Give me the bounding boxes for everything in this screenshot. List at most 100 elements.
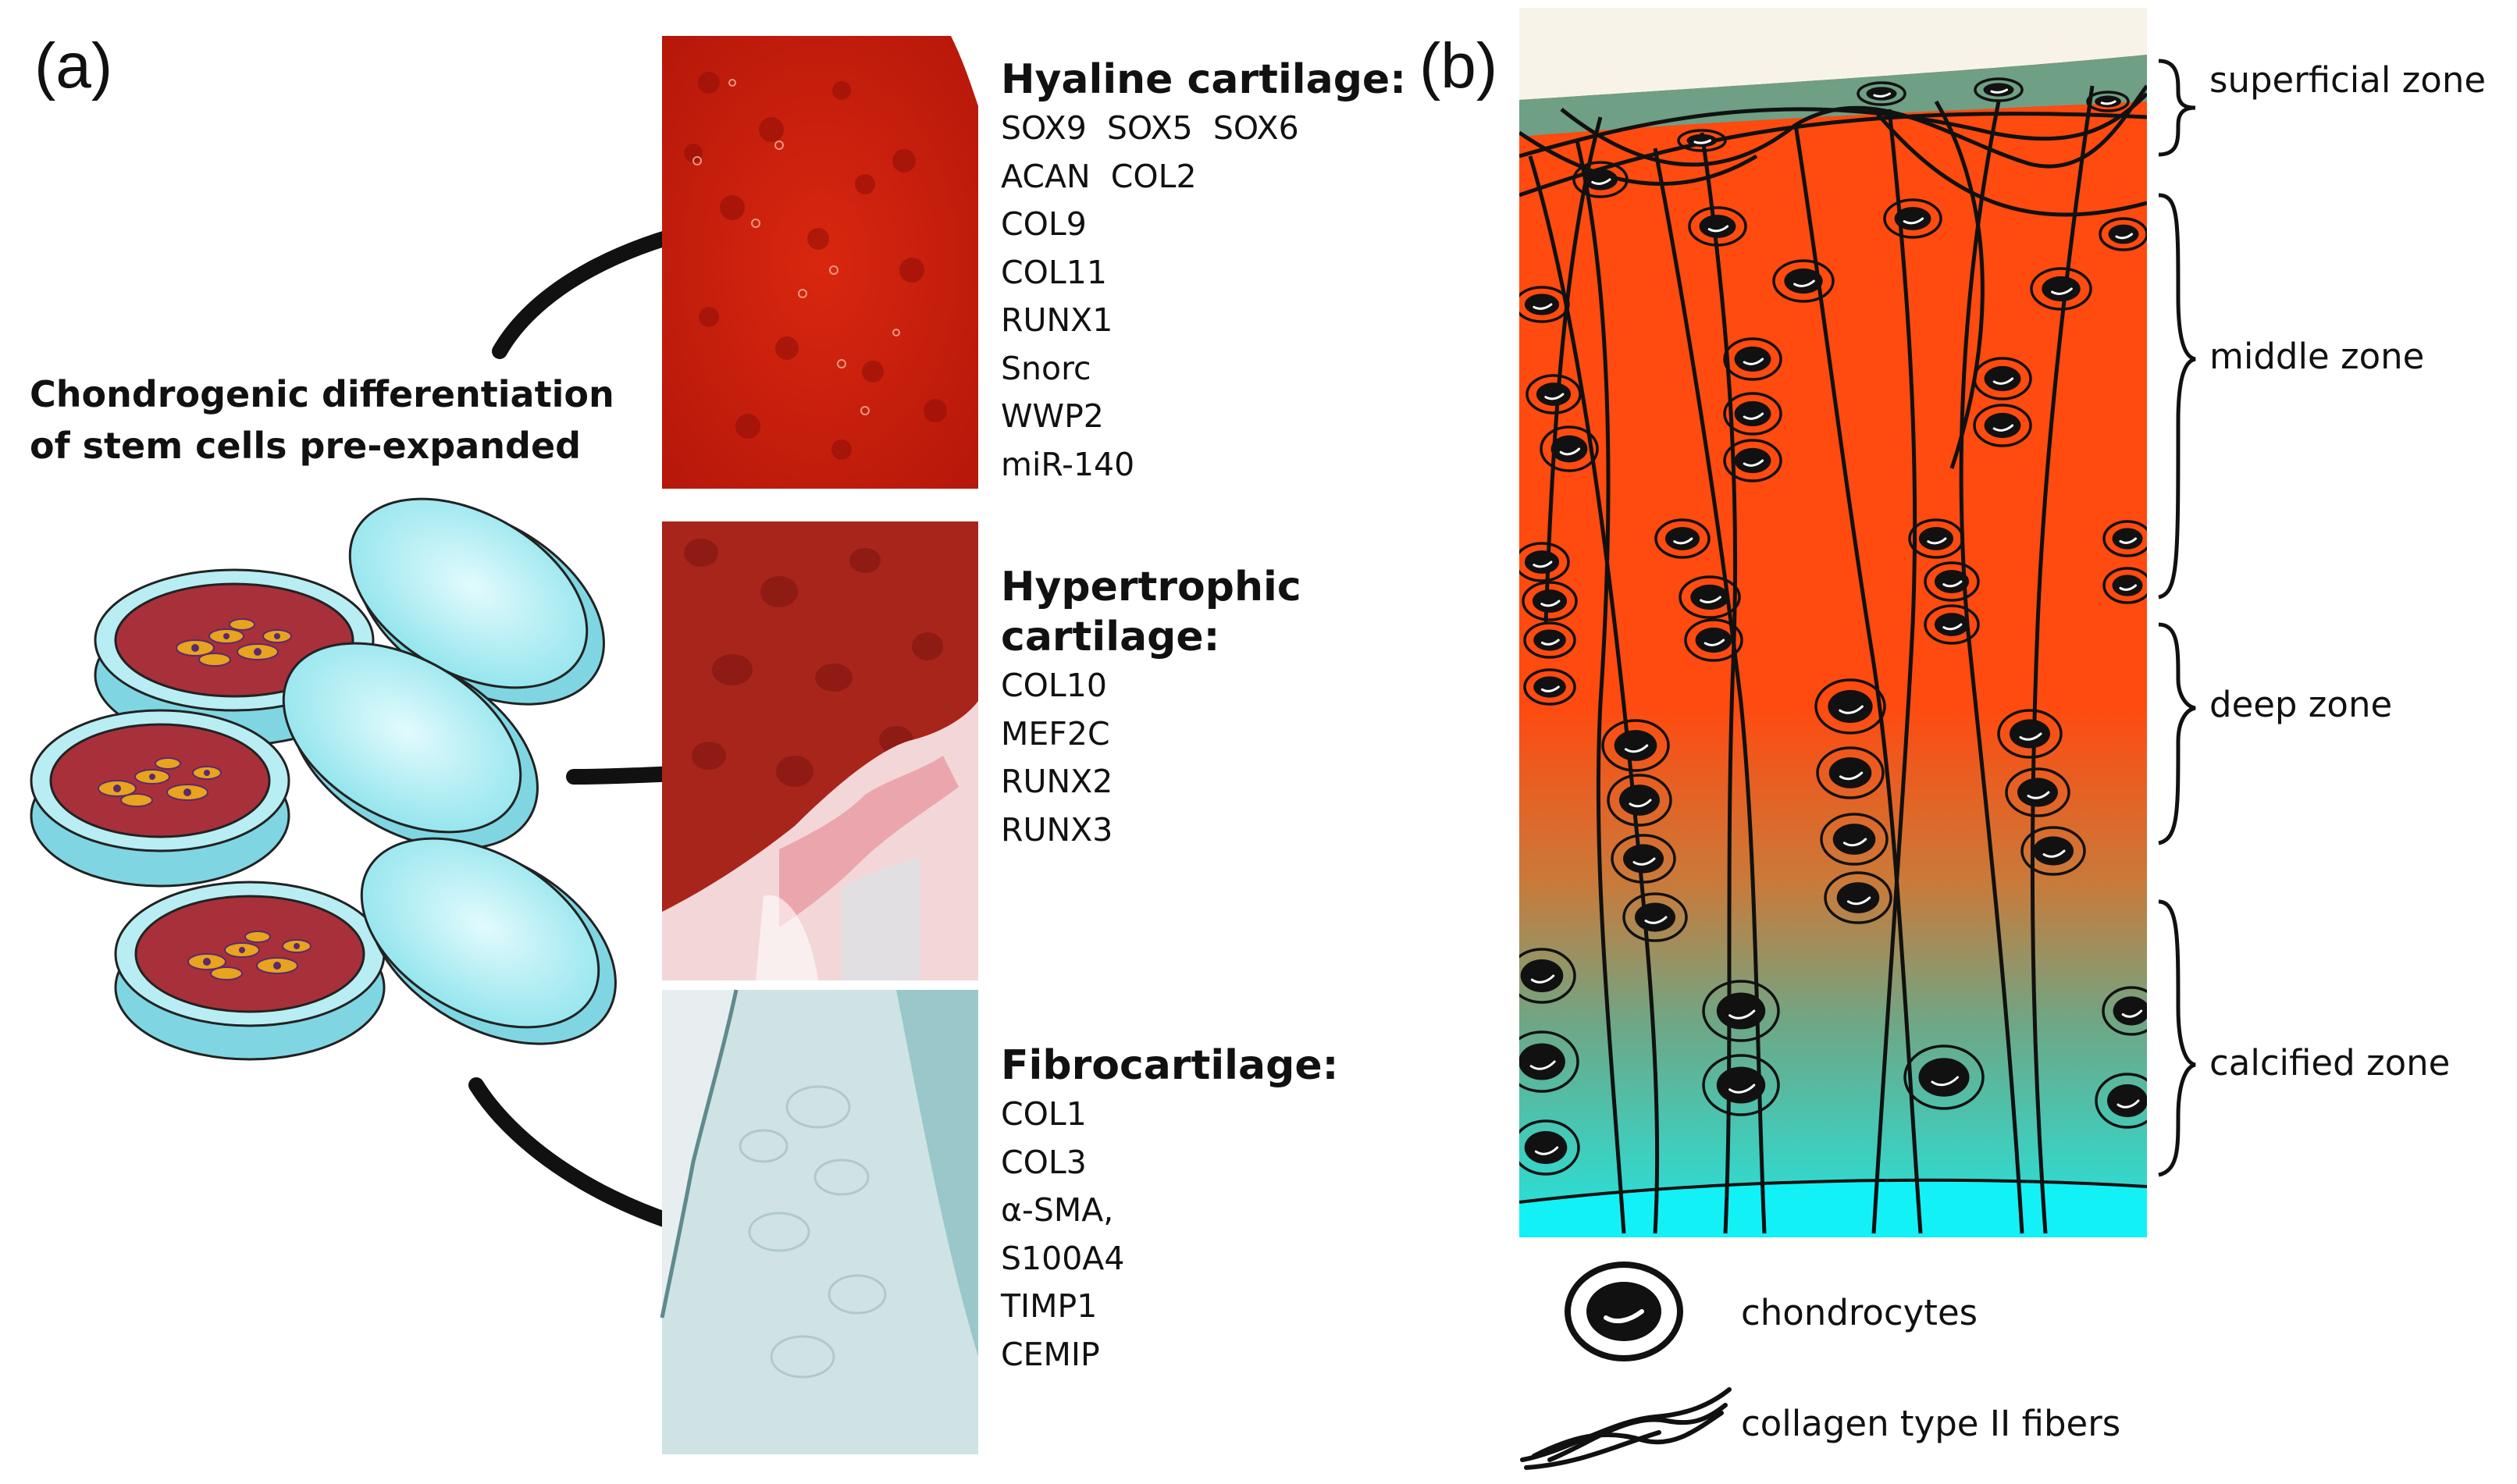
legend-chondrocytes: chondrocytes xyxy=(1741,1292,1978,1333)
chondrocyte xyxy=(1622,892,1688,942)
collagen-fiber xyxy=(1959,101,2024,1234)
brace-middle xyxy=(2158,193,2196,600)
fibrocartilage-micrograph xyxy=(660,989,978,1454)
marker-item: S100A4 xyxy=(1001,1239,1125,1277)
collagen-fiber xyxy=(1575,140,1626,1234)
collagen-fiber xyxy=(1519,130,1758,186)
chondrocyte xyxy=(1523,668,1576,706)
chondrocyte xyxy=(1723,439,1782,482)
chondrocyte xyxy=(2086,91,2130,112)
marker-item: COL10 xyxy=(1001,667,1107,704)
petri-dish-1 xyxy=(94,568,375,747)
zone-label-middle: middle zone xyxy=(2209,336,2425,377)
chondrocyte xyxy=(1519,542,1570,582)
zone-label-superficial: superficial zone xyxy=(2209,59,2487,101)
hypertrophic-cartilage-micrograph xyxy=(662,521,978,980)
chondrocyte xyxy=(1883,198,1942,239)
marker-item: WWP2 xyxy=(1001,397,1104,435)
hyaline-markers: SOX9 SOX5 SOX6 ACAN COL2 COL9 COL11 RUNX… xyxy=(1001,105,1406,489)
hyaline-group: Hyaline cartilage: SOX9 SOX5 SOX6 ACAN C… xyxy=(1001,55,1406,489)
marker-item: RUNX2 xyxy=(1001,763,1113,800)
marker-item: RUNX1 xyxy=(1001,301,1113,339)
marker-item: SOX9 SOX5 SOX6 xyxy=(1001,109,1299,147)
petri-lid-2 xyxy=(282,642,539,850)
chondrocyte xyxy=(1903,1044,1985,1110)
chondrocyte xyxy=(1997,709,2063,759)
chondrocyte xyxy=(2099,217,2147,251)
zone-label-deep: deep zone xyxy=(2209,684,2393,725)
marker-item: TIMP1 xyxy=(1001,1287,1098,1325)
marker-item: COL11 xyxy=(1001,253,1107,291)
chondrocyte xyxy=(1607,774,1672,827)
brace-calcified xyxy=(2158,899,2196,1177)
hyaline-heading: Hyaline cartilage: xyxy=(1001,56,1406,103)
chondrocyte xyxy=(1688,206,1747,247)
fibrocartilage-heading: Fibrocartilage: xyxy=(1001,1042,1339,1089)
collagen-fiber xyxy=(1653,148,1767,1234)
marker-item: COL9 xyxy=(1001,205,1087,243)
chondrocyte xyxy=(1702,1054,1780,1116)
chondrocyte xyxy=(1973,404,2032,447)
hypertrophic-group: Hypertrophic cartilage: COL10 MEF2C RUNX… xyxy=(1001,562,1301,854)
petri-lid-3 xyxy=(360,837,617,1045)
petri-dish-3 xyxy=(114,881,386,1061)
chondrocyte xyxy=(1820,813,1889,866)
chondrocyte xyxy=(1924,561,1980,602)
zone-braces xyxy=(2158,59,2196,1177)
chondrocyte xyxy=(1974,77,2024,102)
chondrocyte xyxy=(2102,520,2147,557)
chondrocyte xyxy=(1519,286,1570,323)
panel-a-caption: Chondrogenic differentiation of stem cel… xyxy=(30,368,614,472)
chondrocyte xyxy=(1679,575,1741,619)
chondrocyte xyxy=(1654,518,1711,559)
collagen-fiber xyxy=(1934,100,1985,469)
marker-item: COL1 xyxy=(1001,1095,1087,1133)
collagen-fiber xyxy=(1528,155,1660,1234)
caption-line-2: of stem cells pre-expanded xyxy=(30,425,582,467)
hypertrophic-heading-line-1: Hypertrophic xyxy=(1001,564,1301,610)
chondrocyte xyxy=(1857,81,1906,106)
collagen-fiber xyxy=(1872,108,2147,217)
chondrocyte xyxy=(1523,621,1576,659)
collagen-fiber xyxy=(1700,132,1738,1234)
chondrocyte xyxy=(1519,1030,1579,1093)
chondrocyte xyxy=(1540,425,1599,472)
marker-item: MEF2C xyxy=(1001,714,1110,753)
marker-item: ACAN COL2 xyxy=(1001,157,1197,195)
marker-item: miR-140 xyxy=(1001,445,1135,483)
collagen-fiber xyxy=(1519,112,2147,198)
chondrocyte xyxy=(1908,518,1964,559)
top-background xyxy=(1519,8,2147,101)
chondrocyte xyxy=(2030,267,2092,311)
petri-dish-2 xyxy=(30,709,290,888)
chondrocyte xyxy=(1824,871,1892,924)
chondrocyte xyxy=(1702,980,1780,1042)
subchondral-bone xyxy=(1519,1180,2147,1237)
panel-a-label: (a) xyxy=(34,30,113,101)
brace-superficial xyxy=(2158,59,2196,157)
chondrocyte xyxy=(1723,392,1782,436)
marker-item: Snorc xyxy=(1001,349,1091,387)
chondrocyte xyxy=(1677,129,1727,152)
chondrocyte xyxy=(1611,834,1676,884)
collagen-fiber xyxy=(2030,85,2095,1234)
collagen-fiber xyxy=(1519,92,2147,158)
chondrocyte xyxy=(1519,1119,1580,1176)
chondrocyte xyxy=(2020,826,2086,876)
chondrocyte xyxy=(1572,161,1629,198)
collagen-fiber xyxy=(1560,84,2147,169)
collagen-fiber-legend-icon xyxy=(1520,1387,1732,1470)
chondrocyte xyxy=(2102,567,2147,604)
chondrocytes xyxy=(1519,77,2147,1176)
fibrocartilage-markers: COL1 COL3 α-SMA, S100A4 TIMP1 CEMIP xyxy=(1001,1091,1338,1379)
panel-b-label: (b) xyxy=(1419,30,1498,101)
collagen-fiber xyxy=(1871,109,1917,1234)
chondrocyte xyxy=(1973,357,2032,400)
collagen-fibers xyxy=(1519,84,2147,1234)
fibrocartilage-group: Fibrocartilage: COL1 COL3 α-SMA, S100A4 … xyxy=(1001,1041,1338,1379)
hypertrophic-heading-line-2: cartilage: xyxy=(1001,614,1220,660)
superficial-zone-band xyxy=(1519,55,2147,137)
chondrocyte-legend-icon xyxy=(1565,1262,1683,1361)
chondrocyte xyxy=(1601,719,1670,772)
hypertrophic-markers: COL10 MEF2C RUNX2 RUNX3 xyxy=(1001,662,1301,854)
